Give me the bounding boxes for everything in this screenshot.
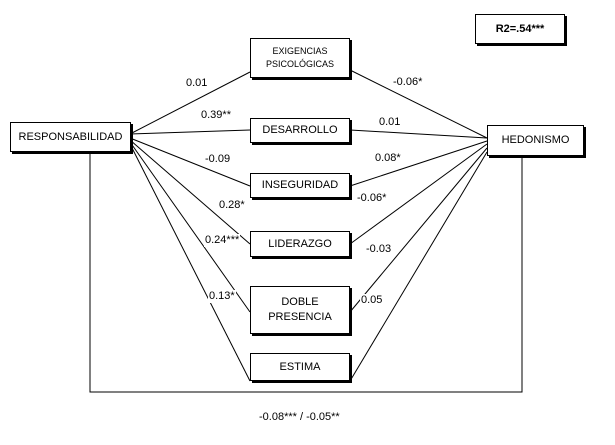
node-doble-presencia: DOBLE PRESENCIA bbox=[250, 286, 350, 334]
node-responsabilidad: RESPONSABILIDAD bbox=[10, 122, 131, 152]
node-desarrollo: DESARROLLO bbox=[250, 118, 350, 143]
r2-box: R2=.54*** bbox=[475, 14, 565, 44]
path-exigencias-hedonismo bbox=[349, 69, 488, 139]
node-inseguridad: INSEGURIDAD bbox=[250, 173, 350, 198]
liderazgo-label: LIDERAZGO bbox=[268, 237, 332, 250]
path-doble-hedonismo bbox=[349, 147, 488, 313]
path-direct-effect bbox=[89, 152, 523, 393]
doble-label-line1: DOBLE bbox=[281, 296, 319, 308]
path-liderazgo-hedonismo bbox=[349, 143, 488, 245]
coef-b-liderazgo: -0.06* bbox=[356, 192, 388, 205]
path-resp-doble bbox=[129, 141, 251, 313]
path-resp-liderazgo bbox=[129, 139, 251, 245]
responsabilidad-label: RESPONSABILIDAD bbox=[18, 130, 123, 143]
path-desarrollo-hedonismo bbox=[349, 129, 488, 139]
coef-a-liderazgo-24: 0.24*** bbox=[204, 234, 241, 247]
r2-label: R2=.54*** bbox=[495, 22, 545, 35]
coef-b-exigencias: -0.06* bbox=[393, 76, 423, 88]
inseguridad-label: INSEGURIDAD bbox=[261, 179, 339, 191]
path-resp-inseguridad bbox=[129, 137, 251, 187]
node-estima: ESTIMA bbox=[250, 353, 350, 381]
coef-a-inseguridad: -0.09 bbox=[205, 153, 231, 165]
path-resp-desarrollo bbox=[129, 129, 251, 135]
coef-direct-effect: -0.08*** / -0.05** bbox=[259, 411, 340, 423]
estima-label: ESTIMA bbox=[279, 360, 321, 373]
exigencias-label-line2: PSICOLÓGICAS bbox=[265, 59, 335, 69]
hedonismo-label: HEDONISMO bbox=[501, 134, 570, 146]
path-resp-exigencias bbox=[129, 71, 251, 135]
coef-a-desarrollo: 0.39** bbox=[201, 109, 231, 121]
node-exigencias: EXIGENCIAS PSICOLÓGICAS bbox=[250, 38, 350, 78]
coef-a-doble: 0.13* bbox=[208, 290, 236, 303]
path-resp-estima bbox=[129, 143, 251, 382]
coef-b-doble: -0.03 bbox=[365, 243, 393, 256]
exigencias-label-line1: EXIGENCIAS bbox=[272, 46, 328, 56]
node-hedonismo: HEDONISMO bbox=[487, 125, 584, 156]
coef-b-estima: 0.05 bbox=[360, 294, 384, 307]
path-estima-hedonismo bbox=[349, 151, 488, 382]
coef-b-inseguridad: 0.08* bbox=[375, 152, 401, 164]
coef-b-desarrollo: 0.01 bbox=[379, 116, 401, 128]
desarrollo-label: DESARROLLO bbox=[262, 124, 338, 136]
doble-label-line2: PRESENCIA bbox=[268, 311, 332, 323]
coef-a-exigencias: 0.01 bbox=[186, 77, 208, 89]
path-inseguridad-hedonismo bbox=[349, 140, 488, 187]
coef-a-liderazgo-28: 0.28* bbox=[218, 199, 246, 212]
node-liderazgo: LIDERAZGO bbox=[250, 231, 350, 257]
